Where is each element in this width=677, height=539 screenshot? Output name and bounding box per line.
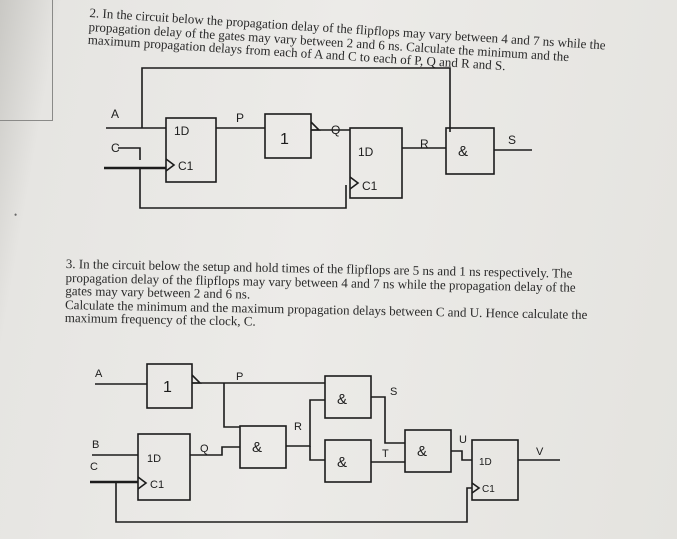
edge-mark: • bbox=[14, 210, 18, 220]
q3-label-v: V bbox=[536, 446, 544, 458]
q3-inverter-box bbox=[146, 363, 193, 409]
q3-wire-clock-loop bbox=[115, 482, 472, 523]
q3-and2-label: & bbox=[337, 391, 347, 408]
q3-ff2-d: 1D bbox=[479, 457, 492, 468]
q2-and-label: & bbox=[458, 143, 468, 160]
q2-label-s: S bbox=[508, 133, 516, 147]
q3-ff1-box bbox=[137, 433, 191, 501]
q3-and1-label: & bbox=[252, 439, 262, 456]
q2-label-p: P bbox=[236, 111, 244, 125]
q3-ff1-clock-mark bbox=[137, 476, 148, 490]
q2-ff2-d: 1D bbox=[358, 145, 374, 159]
q2-label-c: C bbox=[111, 141, 120, 155]
q3-wire-r-up bbox=[286, 399, 325, 447]
q3-and4-box bbox=[404, 429, 452, 473]
q2-ff2-box bbox=[349, 127, 403, 199]
q2-label-q: Q bbox=[331, 123, 340, 137]
q3-and3-label: & bbox=[337, 454, 347, 471]
q3-ff1-d: 1D bbox=[147, 453, 161, 465]
q3-ff2-clock-mark bbox=[471, 482, 481, 494]
q3-wire-q bbox=[190, 446, 240, 456]
q3-label-t: T bbox=[382, 448, 389, 460]
q3-wire-s bbox=[371, 396, 405, 444]
q3-and2-box bbox=[324, 375, 372, 419]
q3-label-b: B bbox=[92, 439, 99, 451]
q2-wire-clock-branch bbox=[139, 168, 347, 209]
q3-and1-box bbox=[239, 425, 287, 469]
q3-label-c: C bbox=[90, 461, 98, 473]
q2-label-r: R bbox=[420, 137, 429, 151]
q3-label-u: U bbox=[459, 434, 467, 446]
q2-ff1-d: 1D bbox=[174, 124, 190, 138]
q3-ff2-c: C1 bbox=[482, 484, 495, 495]
q2-wire-c-stub bbox=[118, 147, 141, 160]
q2-wire-top-loop bbox=[141, 67, 451, 132]
q3-inverter-label: 1 bbox=[163, 379, 172, 396]
q3-label-a: A bbox=[95, 368, 103, 380]
q3-ff2-box bbox=[471, 439, 519, 501]
q3-wire-u bbox=[451, 450, 472, 461]
q2-inverter-label: 1 bbox=[280, 131, 289, 148]
q2-label-a: A bbox=[111, 107, 119, 121]
q3-label-r: R bbox=[294, 421, 302, 433]
q3-and3-box bbox=[324, 439, 372, 483]
q3-label-q: Q bbox=[200, 443, 209, 455]
q3-wire-r-down bbox=[309, 446, 325, 461]
q2-inverter-box bbox=[264, 113, 312, 159]
q2-ff1-box bbox=[165, 117, 217, 183]
q2-ff1-clock-mark bbox=[165, 158, 176, 172]
q3-label-p: P bbox=[236, 371, 243, 383]
q3-ff1-c: C1 bbox=[150, 479, 164, 491]
q2-ff2-clock-mark bbox=[349, 176, 360, 190]
q3-wire-p-branch bbox=[223, 383, 240, 428]
q2-ff2-c: C1 bbox=[362, 179, 378, 193]
margin-box bbox=[0, 0, 53, 121]
q3-and4-label: & bbox=[417, 443, 427, 460]
q3-inverter-bubble bbox=[191, 374, 202, 384]
q2-ff1-c: C1 bbox=[178, 159, 194, 173]
q2-and-box bbox=[445, 127, 495, 175]
q3-label-s: S bbox=[390, 386, 397, 398]
